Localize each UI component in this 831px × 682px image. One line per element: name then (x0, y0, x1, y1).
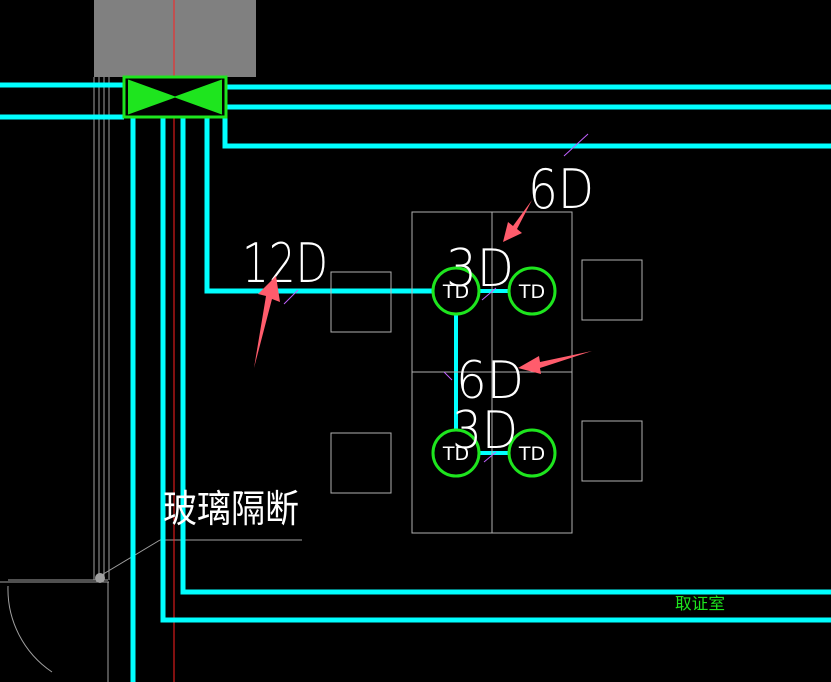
outlet-label: TD (442, 281, 469, 303)
outlet-label: TD (442, 443, 469, 465)
arrow-6d-top (503, 200, 532, 242)
outlet-group-bottom-label: 3D (452, 401, 518, 461)
room-name: 取证室 (675, 594, 725, 613)
outlet-4: TD (507, 428, 557, 478)
outlet-group-top-label: 3D (446, 239, 514, 299)
wall-lines (0, 77, 302, 682)
outlet-3: TD (431, 428, 481, 478)
arrow-12d (254, 276, 280, 368)
leader-ticks (283, 133, 589, 463)
outlet-1: TD (431, 266, 481, 316)
outlet-label: TD (518, 281, 545, 303)
pipe-network (0, 82, 831, 682)
leader-dot (95, 573, 105, 583)
partition-note: 玻璃隔断 (163, 487, 299, 531)
pipe-label-top: 6D (528, 158, 594, 221)
pipe-label-mid: 6D (456, 351, 524, 411)
arrow-6d-mid (518, 351, 592, 374)
fixtures (330, 211, 643, 534)
outlet-2: TD (507, 266, 557, 316)
duct-unit (122, 75, 228, 119)
outlet-label: TD (518, 443, 545, 465)
pipe-label-main: 12D (242, 232, 328, 295)
column-block (94, 0, 256, 77)
annotation-arrows (254, 200, 592, 374)
